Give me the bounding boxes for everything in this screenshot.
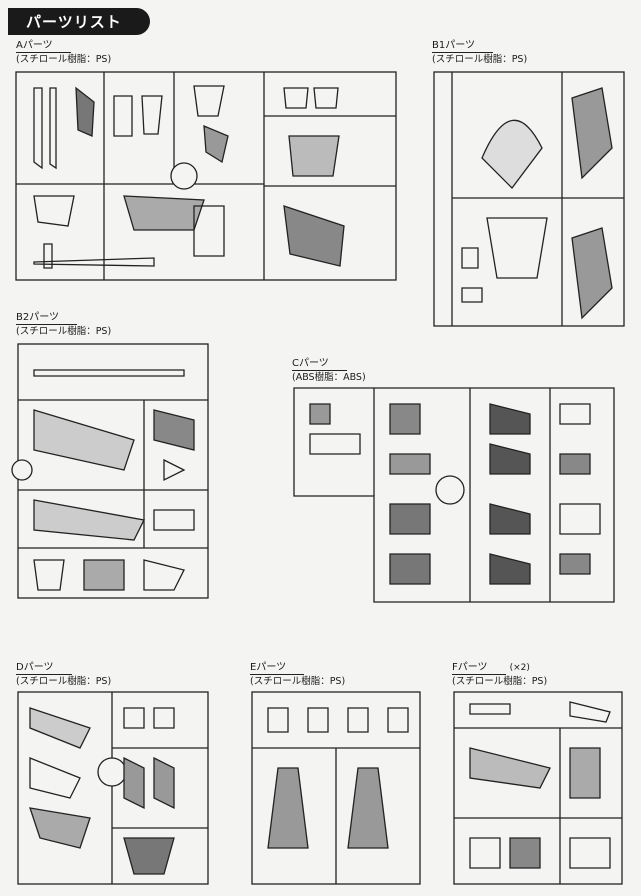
part-material: (スチロール樹脂：PS) [432,54,528,65]
part-material: (スチロール樹脂：PS) [16,326,112,337]
part-label-d: Dパーツ (スチロール樹脂：PS) [16,662,111,688]
runner-f-diagram [453,691,623,885]
runner-b1-diagram [433,71,625,327]
part-label-e: Eパーツ (スチロール樹脂：PS) [250,662,345,688]
part-name: Eパーツ [250,662,305,675]
runner-e-diagram [251,691,421,885]
part-name: Dパーツ [16,662,72,675]
part-name: Fパーツ [452,662,506,675]
part-label-c: Cパーツ (ABS樹脂：ABS) [292,358,366,384]
part-name: B2パーツ [16,312,78,325]
runner-c-diagram [293,387,615,603]
part-material: (スチロール樹脂：PS) [250,676,346,687]
runner-a-diagram [15,71,397,281]
part-material: (スチロール樹脂：PS) [16,676,112,687]
part-label-b1: B1パーツ (スチロール樹脂：PS) [432,40,527,66]
page-title: パーツリスト [8,8,150,35]
runner-d-diagram [17,691,209,885]
part-name: Aパーツ [16,40,71,53]
part-name: Cパーツ [292,358,347,371]
runner-b2-diagram [11,343,209,599]
part-material: (ABS樹脂：ABS) [292,372,366,383]
part-qty: (×2) [509,663,530,673]
part-material: (スチロール樹脂：PS) [16,54,112,65]
part-label-f: Fパーツ(×2) (スチロール樹脂：PS) [452,662,547,688]
part-label-b2: B2パーツ (スチロール樹脂：PS) [16,312,111,338]
part-name: B1パーツ [432,40,494,53]
part-label-a: Aパーツ (スチロール樹脂：PS) [16,40,111,66]
part-material: (スチロール樹脂：PS) [452,676,548,687]
